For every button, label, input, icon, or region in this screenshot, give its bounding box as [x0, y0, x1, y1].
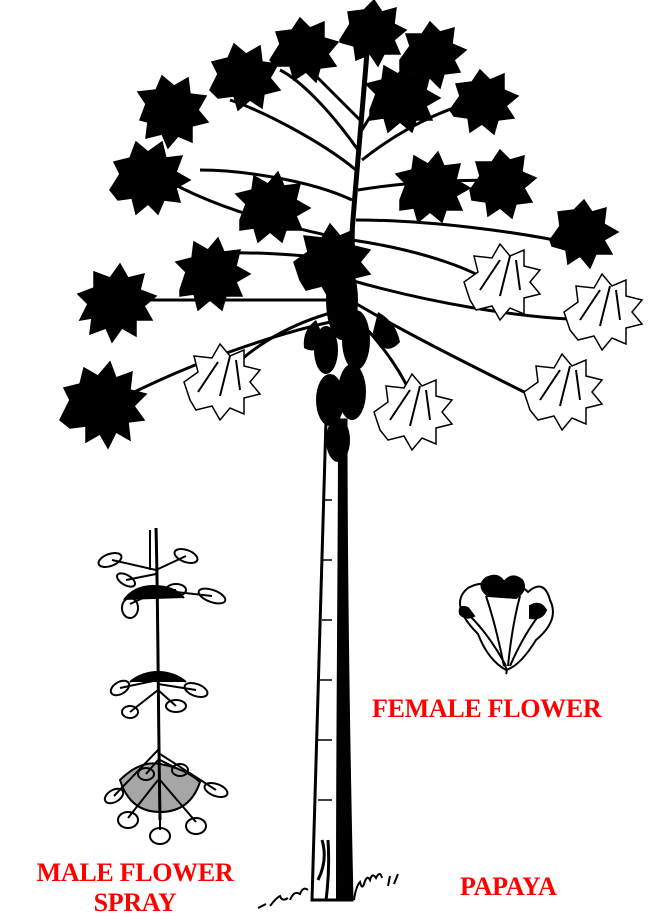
male-flower-label-line1: MALE FLOWER — [0, 858, 270, 888]
male-flower-label-line2: SPRAY — [0, 888, 270, 918]
papaya-label: PAPAYA — [460, 872, 556, 902]
tree-trunk — [312, 420, 352, 900]
female-flower-label: FEMALE FLOWER — [372, 694, 601, 724]
female-flower — [460, 576, 553, 674]
male-flower-spray — [97, 528, 230, 844]
male-flower-spray-label: MALE FLOWER SPRAY — [0, 858, 270, 918]
